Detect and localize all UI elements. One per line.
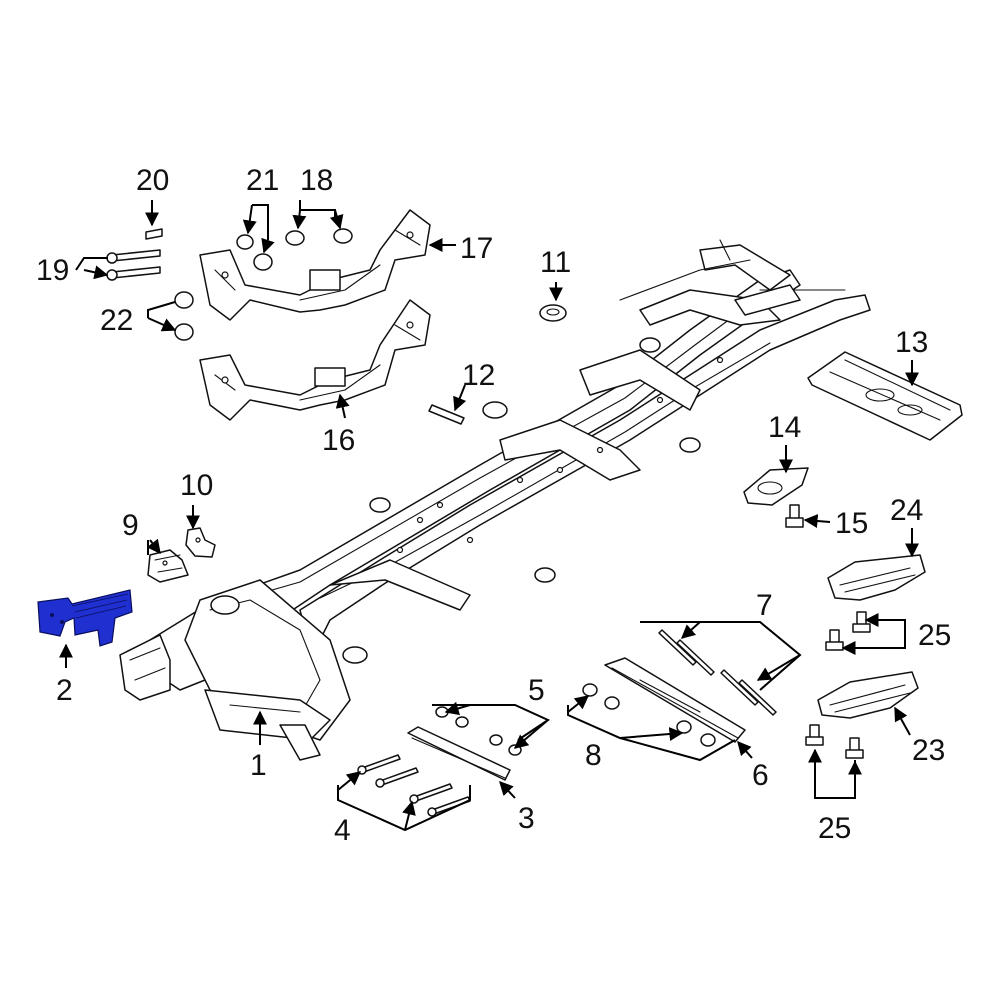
callout-19: 19 — [36, 254, 69, 287]
part-21-nuts[interactable] — [236, 234, 273, 271]
callout-8: 8 — [585, 739, 602, 772]
callout-23: 23 — [912, 734, 945, 767]
leader-lines — [59, 200, 919, 832]
part-6-plate[interactable] — [604, 657, 746, 743]
callout-labels: 1 2 3 4 5 6 7 8 9 10 11 12 13 14 15 16 1… — [36, 164, 951, 847]
callout-16: 16 — [322, 424, 355, 457]
part-24-shield[interactable] — [827, 554, 926, 601]
callout-3: 3 — [518, 802, 535, 835]
part-11-bumper[interactable] — [539, 304, 567, 322]
callout-12: 12 — [462, 359, 495, 392]
callout-13: 13 — [895, 326, 928, 359]
callout-4: 4 — [334, 814, 351, 847]
part-12-pin[interactable] — [428, 404, 465, 425]
part-9-bracket[interactable] — [147, 549, 189, 583]
callout-2: 2 — [56, 674, 73, 707]
callout-21: 21 — [246, 164, 279, 197]
callout-10: 10 — [180, 469, 213, 502]
part-25-bolts-upper[interactable] — [825, 611, 871, 651]
callout-24: 24 — [890, 494, 923, 527]
part-7-bolts[interactable] — [658, 629, 777, 716]
part-19-bolts[interactable] — [106, 249, 161, 281]
callout-15: 15 — [835, 507, 868, 540]
part-15-bolt[interactable] — [785, 504, 804, 528]
part-13-skid-plate[interactable] — [807, 351, 963, 441]
part-2-bracket-highlighted[interactable] — [37, 589, 133, 647]
part-4-bolts[interactable] — [357, 754, 471, 817]
part-3-plate[interactable] — [407, 726, 511, 781]
callout-5: 5 — [528, 674, 545, 707]
part-17-crossmember[interactable] — [199, 209, 431, 321]
callout-11: 11 — [540, 246, 571, 279]
callout-9: 9 — [122, 509, 139, 542]
part-25-bolts-lower[interactable] — [805, 724, 864, 759]
part-20-bolt[interactable] — [145, 228, 163, 240]
part-22-nuts[interactable] — [174, 291, 194, 341]
part-18-bolts[interactable] — [285, 228, 353, 246]
callout-22: 22 — [100, 304, 133, 337]
callout-6: 6 — [752, 759, 769, 792]
frame-assembly[interactable] — [119, 239, 871, 761]
callout-14: 14 — [768, 411, 801, 444]
part-23-shield[interactable] — [817, 671, 919, 719]
callout-25-lower: 25 — [818, 812, 851, 845]
callout-17: 17 — [460, 232, 493, 265]
callout-1: 1 — [250, 749, 267, 782]
callout-7: 7 — [756, 589, 773, 622]
part-16-crossmember[interactable] — [199, 299, 431, 421]
callout-20: 20 — [136, 164, 169, 197]
part-14-bracket[interactable] — [743, 467, 809, 506]
callout-18: 18 — [300, 164, 333, 197]
part-10-bracket[interactable] — [185, 527, 216, 558]
part-8-nuts[interactable] — [582, 683, 716, 747]
callout-25-upper: 25 — [918, 619, 951, 652]
